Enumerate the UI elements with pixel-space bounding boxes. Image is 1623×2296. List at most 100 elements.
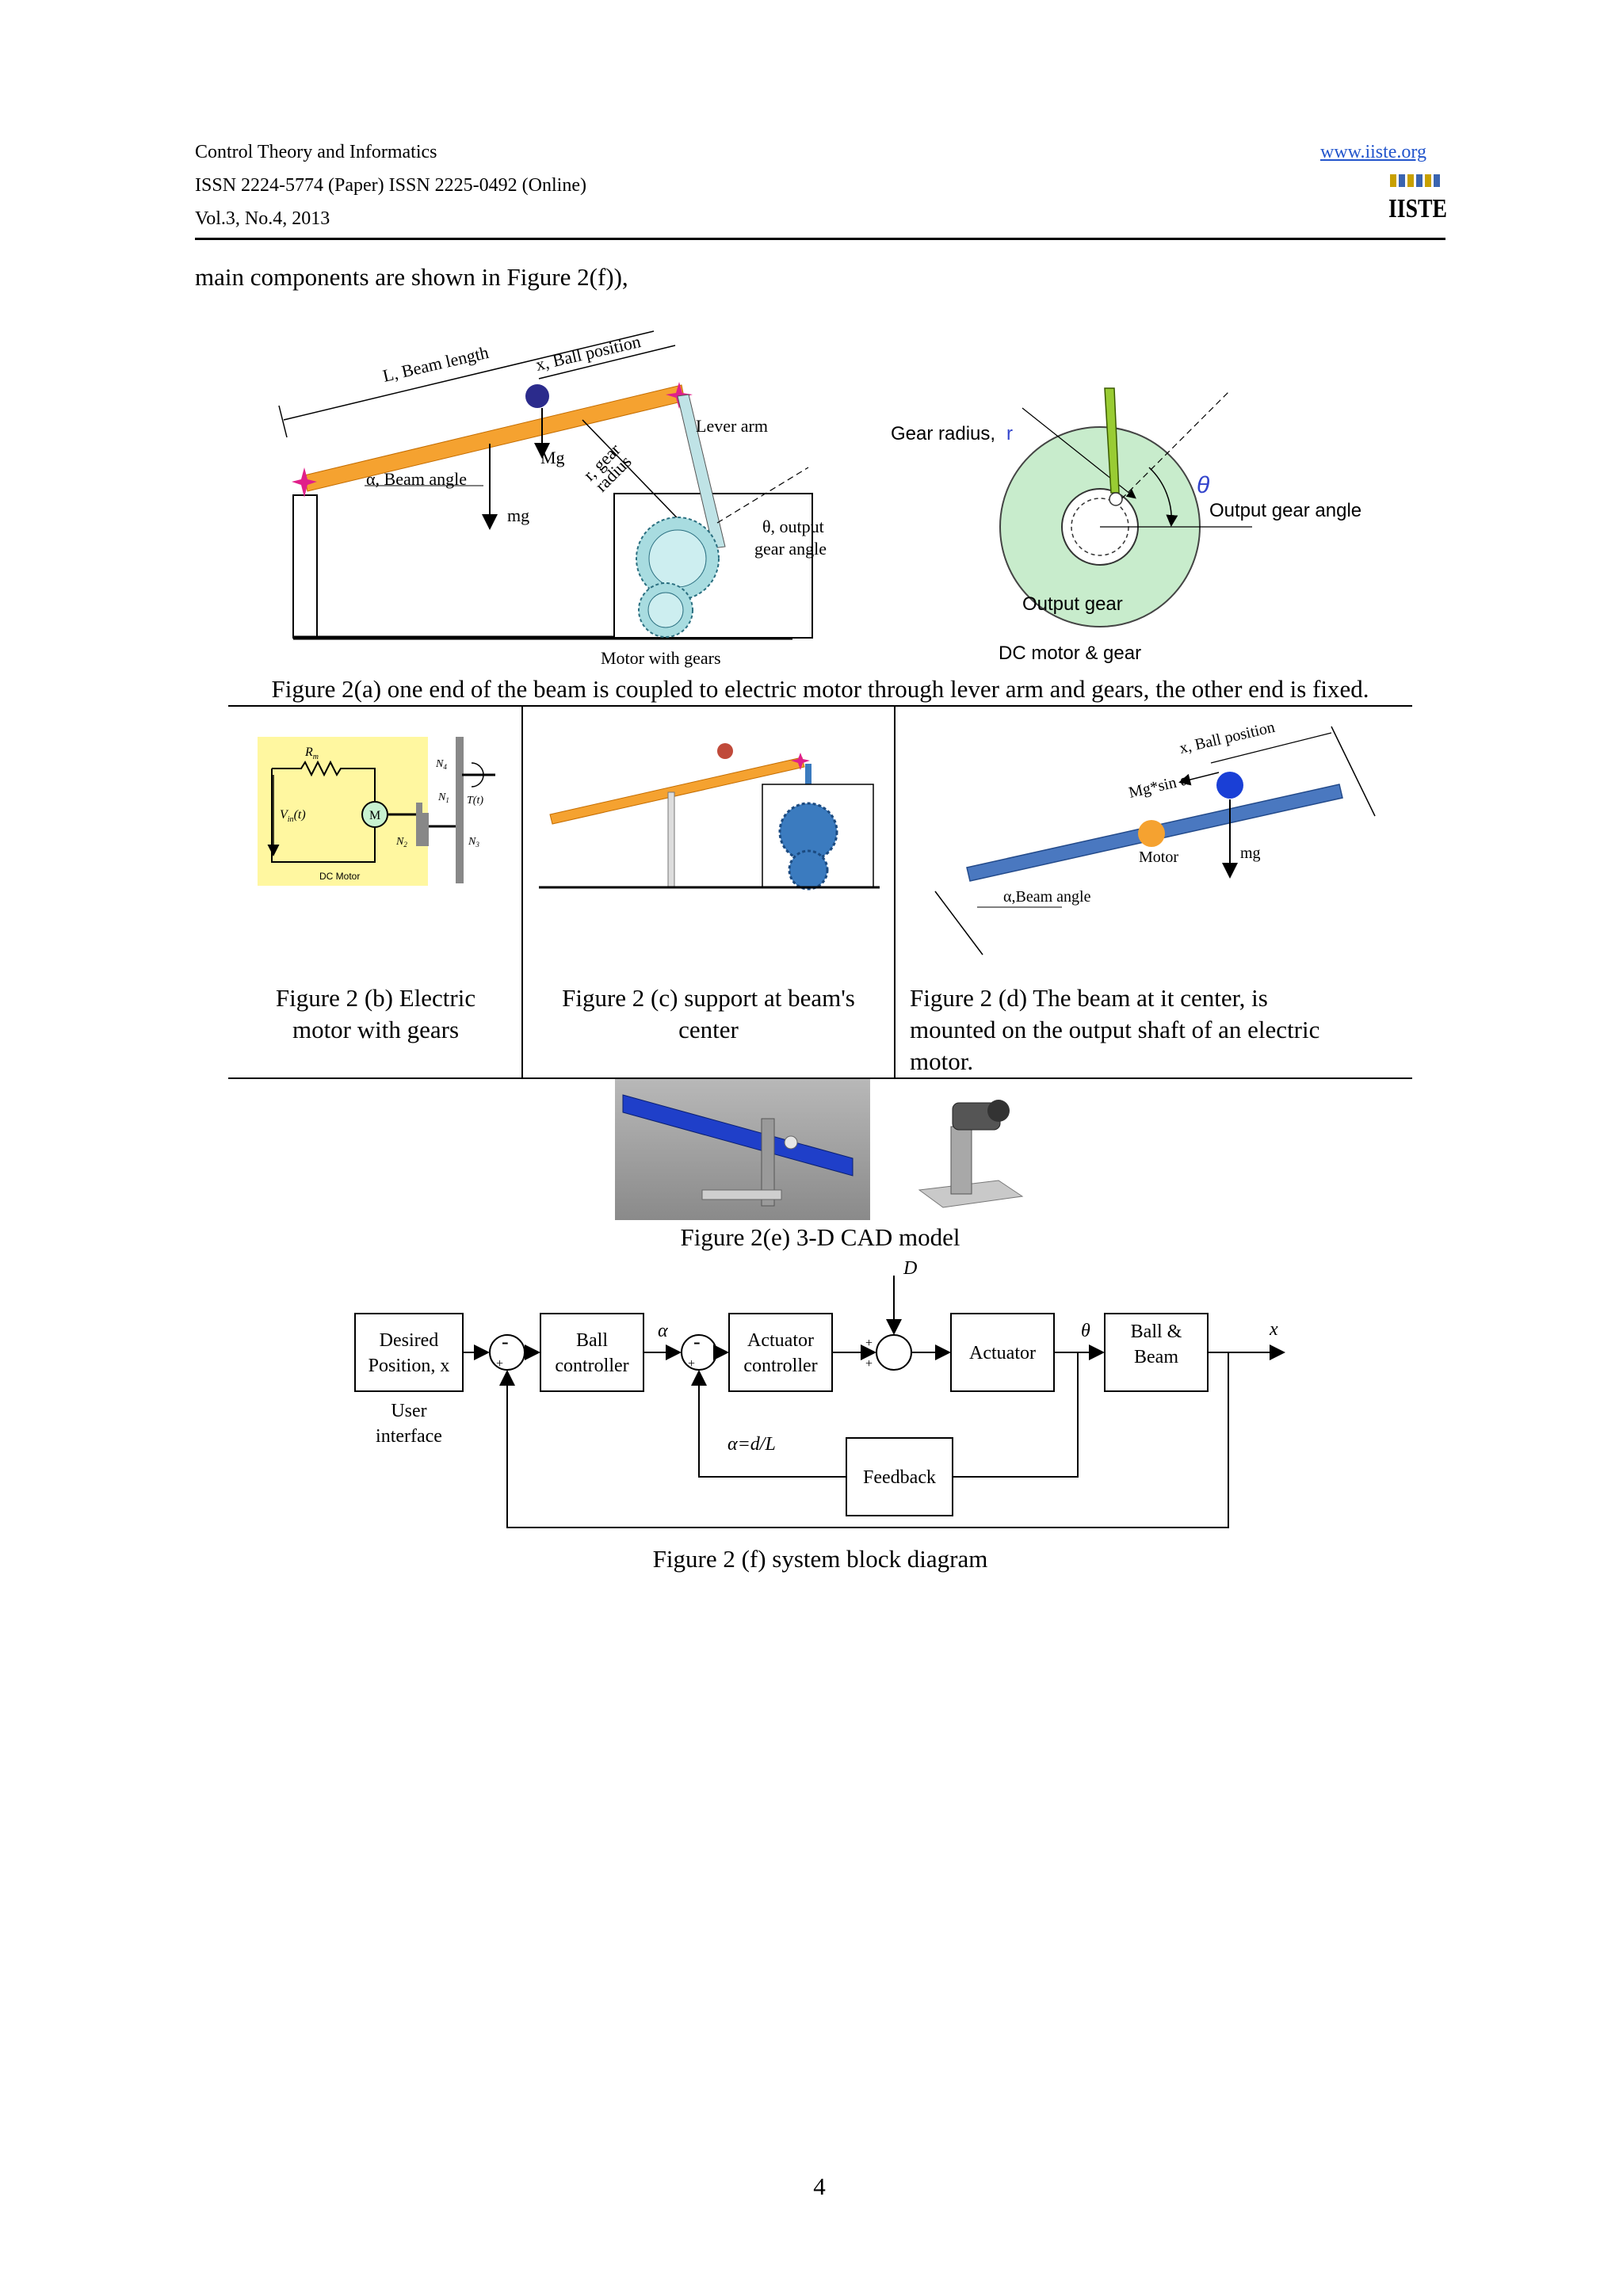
shaft-pivot: [1109, 492, 1123, 506]
mg-sin-arrow: [1178, 772, 1220, 786]
gear-n3-n4: [456, 737, 464, 883]
gear-c-lower: [788, 849, 829, 891]
label-alpha-eq: α=d/L: [727, 1434, 776, 1455]
wire-outer-feedback: [499, 1352, 1229, 1528]
label-output-angle-1: θ, output: [762, 517, 824, 536]
label-output-gear-angle: Output gear angle: [1209, 500, 1361, 521]
dc-motor-panel: [258, 737, 428, 886]
figure-2c-caption-line-2: center: [678, 1016, 739, 1043]
label-ball-position-d: x, Ball position: [1178, 719, 1277, 757]
figure-2f-block-diagram: Desired Position, x Ball controller Actu…: [333, 1258, 1300, 1529]
label-ball-ctrl-1: Ball: [576, 1330, 608, 1351]
figure-2c: [539, 729, 880, 895]
label-ball-beam-1: Ball &: [1131, 1322, 1182, 1342]
label-dc-motor: DC Motor: [319, 871, 360, 882]
left-pivot: [292, 467, 317, 498]
label-n3: N3: [468, 836, 479, 849]
label-desired-1: Desired: [380, 1330, 439, 1351]
label-output-angle-2: gear angle: [754, 539, 827, 559]
figure-2b-caption-line-1: Figure 2 (b) Electric: [275, 984, 476, 1012]
label-rm: Rm: [304, 746, 319, 761]
figure-2a: L, Beam length x, Ball position Lever ar…: [269, 317, 1458, 673]
cad-ball: [784, 1135, 798, 1150]
label-vin-main: V: [280, 808, 289, 822]
label-actuator: Actuator: [969, 1343, 1036, 1363]
figure-2e-caption: Figure 2(e) 3-D CAD model: [680, 1223, 960, 1251]
beam-c: [549, 757, 805, 825]
gear-n2: [422, 813, 429, 846]
label-torque: T(t): [467, 795, 483, 807]
label-act-ctrl-1: Actuator: [747, 1330, 814, 1351]
figure-2a-caption: Figure 2(a) one end of the beam is coupl…: [271, 675, 1369, 703]
lever-arm: [677, 394, 726, 549]
figure-2e-cad-beam-render: [615, 1079, 870, 1220]
logo-text: IISTE: [1388, 194, 1447, 220]
figure-2c-caption-line-1: Figure 2 (c) support at beam's: [562, 984, 855, 1012]
cad-beam-drawing: [622, 1094, 854, 1207]
figure-2d-caption-line-2: mounted on the output shaft of an electr…: [910, 1016, 1320, 1043]
figure-2f-caption: Figure 2 (f) system block diagram: [652, 1545, 988, 1573]
dc-motor-gear-diagram: Gear radius, r θ Output gear angle Outpu…: [891, 387, 1361, 664]
left-support: [292, 494, 318, 639]
label-alpha: α: [658, 1321, 668, 1341]
ball: [525, 384, 549, 408]
sign-minus-2: -: [693, 1330, 701, 1353]
block-actuator-controller: [728, 1313, 833, 1392]
volume-line: Vol.3, No.4, 2013: [195, 208, 330, 229]
wire-theta-to-feedback: [953, 1352, 1079, 1478]
label-x-out: x: [1269, 1319, 1278, 1340]
center-support: [667, 791, 675, 888]
issn-line: ISSN 2224-5774 (Paper) ISSN 2225-0492 (O…: [195, 175, 586, 196]
figure-2d-caption: Figure 2 (d) The beam at it center, is m…: [910, 982, 1409, 1077]
label-r-symbol: r: [1006, 423, 1013, 444]
label-ball-beam-2: Beam: [1134, 1347, 1178, 1367]
block-ball-and-beam: [1104, 1313, 1209, 1392]
right-pivot: [666, 382, 693, 409]
pivot-c: [791, 753, 810, 770]
torque-arc: [471, 762, 484, 788]
label-ball-ctrl-2: controller: [555, 1356, 628, 1376]
label-rm-sub: m: [313, 753, 319, 761]
figure-2b-caption-line-2: motor with gears: [292, 1016, 460, 1043]
label-feedback: Feedback: [863, 1467, 936, 1488]
figure-2d-caption-line-1: Figure 2 (d) The beam at it center, is: [910, 984, 1268, 1012]
label-beam-angle-d: α,Beam angle: [1003, 888, 1091, 906]
figure-2c-drawing: [539, 743, 880, 891]
output-shaft-arm: [1104, 387, 1120, 494]
label-n1: N1: [437, 791, 449, 804]
block-actuator: [950, 1313, 1055, 1392]
figure-2d-caption-line-3: motor.: [910, 1047, 974, 1075]
figure-2c-caption: Figure 2 (c) support at beam's center: [523, 982, 894, 1046]
block-diagram-drawing: Desired Position, x Ball controller Actu…: [354, 1258, 1285, 1528]
cad-post: [761, 1118, 775, 1207]
label-n3-sub: 3: [475, 841, 479, 849]
circuit-top-wire: [272, 760, 376, 803]
sign-plus-3b: +: [865, 1357, 873, 1371]
label-output-gear: Output gear: [1022, 593, 1123, 615]
label-ball-position: x, Ball position: [534, 331, 643, 375]
label-vin-sub: in: [288, 815, 294, 824]
label-rm-main: R: [304, 746, 313, 759]
figure-2b-caption: Figure 2 (b) Electric motor with gears: [230, 982, 521, 1046]
cad-motor-drawing: [918, 1100, 1024, 1208]
label-disturbance: D: [903, 1260, 917, 1279]
ball-pos-dim-d: [1210, 732, 1332, 764]
figure-2b: Rm Vin(t) M N1 N2 N3 N4 T(t) DC Motor: [258, 727, 519, 886]
figure-2d-drawing: x, Ball position Mg*sin α Motor mg α,Bea…: [934, 719, 1376, 955]
label-lever-arm: Lever arm: [696, 416, 768, 436]
label-n2-sub: 2: [403, 841, 407, 849]
cad-motor-post: [950, 1126, 972, 1195]
sign-minus-1: -: [502, 1330, 509, 1353]
beam-length-dim: [283, 330, 655, 421]
cad-beam: [622, 1094, 854, 1177]
journal-url-link[interactable]: www.iiste.org: [1320, 142, 1426, 162]
label-n1-sub: 1: [445, 796, 449, 804]
label-beam-length: L, Beam length: [381, 342, 491, 386]
output-angle-guide: [716, 467, 809, 524]
page-number: 4: [813, 2172, 826, 2200]
label-vin-t: (t): [294, 808, 306, 822]
intro-text: main components are shown in Figure 2(f)…: [195, 263, 628, 291]
gear-radius-arrow: [582, 419, 696, 537]
label-vin: Vin(t): [280, 808, 306, 824]
summing-junction-3: [876, 1334, 912, 1371]
